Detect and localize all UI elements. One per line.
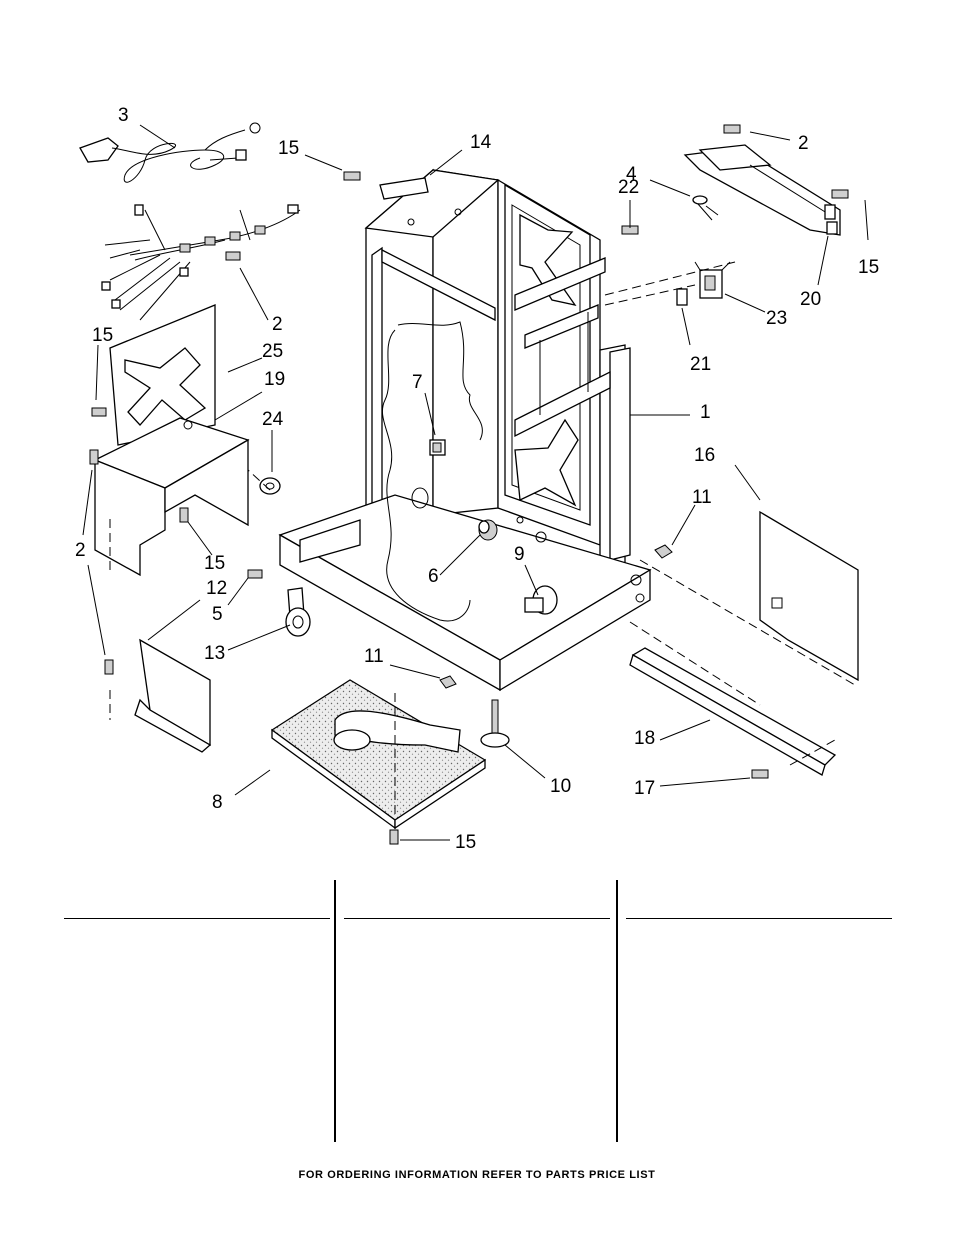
callout-15: 15 [455, 832, 476, 853]
plug-6 [478, 519, 498, 541]
callout-15: 15 [92, 325, 113, 346]
callout-22: 22 [618, 177, 639, 198]
callout-15: 15 [204, 553, 225, 574]
callout-6: 6 [428, 566, 439, 587]
grommet-24 [259, 477, 281, 495]
leader-lines [82, 124, 869, 841]
bracket-20 [683, 144, 841, 236]
callout-11: 11 [364, 646, 384, 667]
callout-2: 2 [798, 133, 809, 154]
callout-4: 4 [626, 164, 637, 185]
callout-20: 20 [800, 289, 821, 310]
plate-14 [379, 177, 429, 200]
cover-plate-25 [109, 304, 216, 446]
table-column-divider [616, 880, 618, 1142]
callout-23: 23 [766, 308, 787, 329]
caster-13 [285, 587, 311, 637]
callout-12: 12 [206, 578, 227, 599]
switch-7 [429, 439, 446, 456]
ordering-info-note: FOR ORDERING INFORMATION REFER TO PARTS … [298, 1169, 656, 1181]
callout-24: 24 [262, 409, 284, 430]
callout-7: 7 [412, 372, 423, 393]
table-header-rule [344, 918, 610, 919]
table-header-rule [64, 918, 330, 919]
base-pan-8 [270, 679, 487, 830]
deflector-12 [109, 638, 212, 753]
clip-4 [692, 195, 719, 221]
callout-25: 25 [262, 341, 283, 362]
callout-15: 15 [278, 138, 299, 159]
switch-23 [694, 261, 731, 299]
cabinet-frame [278, 168, 652, 692]
callout-5: 5 [212, 604, 223, 625]
callout-2: 2 [272, 314, 283, 335]
rail-18 [629, 647, 837, 776]
callout-3: 3 [118, 105, 129, 126]
callout-21: 21 [690, 354, 711, 375]
callout-11: 11 [692, 487, 712, 508]
callout-14: 14 [470, 132, 492, 153]
table-header-rule [626, 918, 892, 919]
table-column-divider [334, 880, 336, 1142]
callout-9: 9 [514, 544, 525, 565]
callout-8: 8 [212, 792, 223, 813]
side-panel-16 [759, 510, 859, 682]
callout-13: 13 [204, 643, 225, 664]
wire-harness [101, 204, 301, 321]
callout-10: 10 [550, 776, 571, 797]
power-cord [79, 122, 261, 183]
callout-17: 17 [634, 778, 655, 799]
callout-19: 19 [264, 369, 285, 390]
callout-1: 1 [700, 402, 711, 423]
callout-labels: 3 15 14 2 4 22 15 20 23 21 1 2 25 19 15 … [75, 105, 879, 853]
exploded-parts-diagram: 3 15 14 2 4 22 15 20 23 21 1 2 25 19 15 … [75, 105, 879, 853]
motor-9 [524, 585, 558, 615]
bracket-21 [676, 288, 688, 306]
callout-16: 16 [694, 445, 715, 466]
callout-15: 15 [858, 257, 879, 278]
leveling-leg-10 [480, 699, 510, 748]
callout-2: 2 [75, 540, 86, 561]
callout-18: 18 [634, 728, 655, 749]
heat-shield-19 [93, 417, 250, 577]
